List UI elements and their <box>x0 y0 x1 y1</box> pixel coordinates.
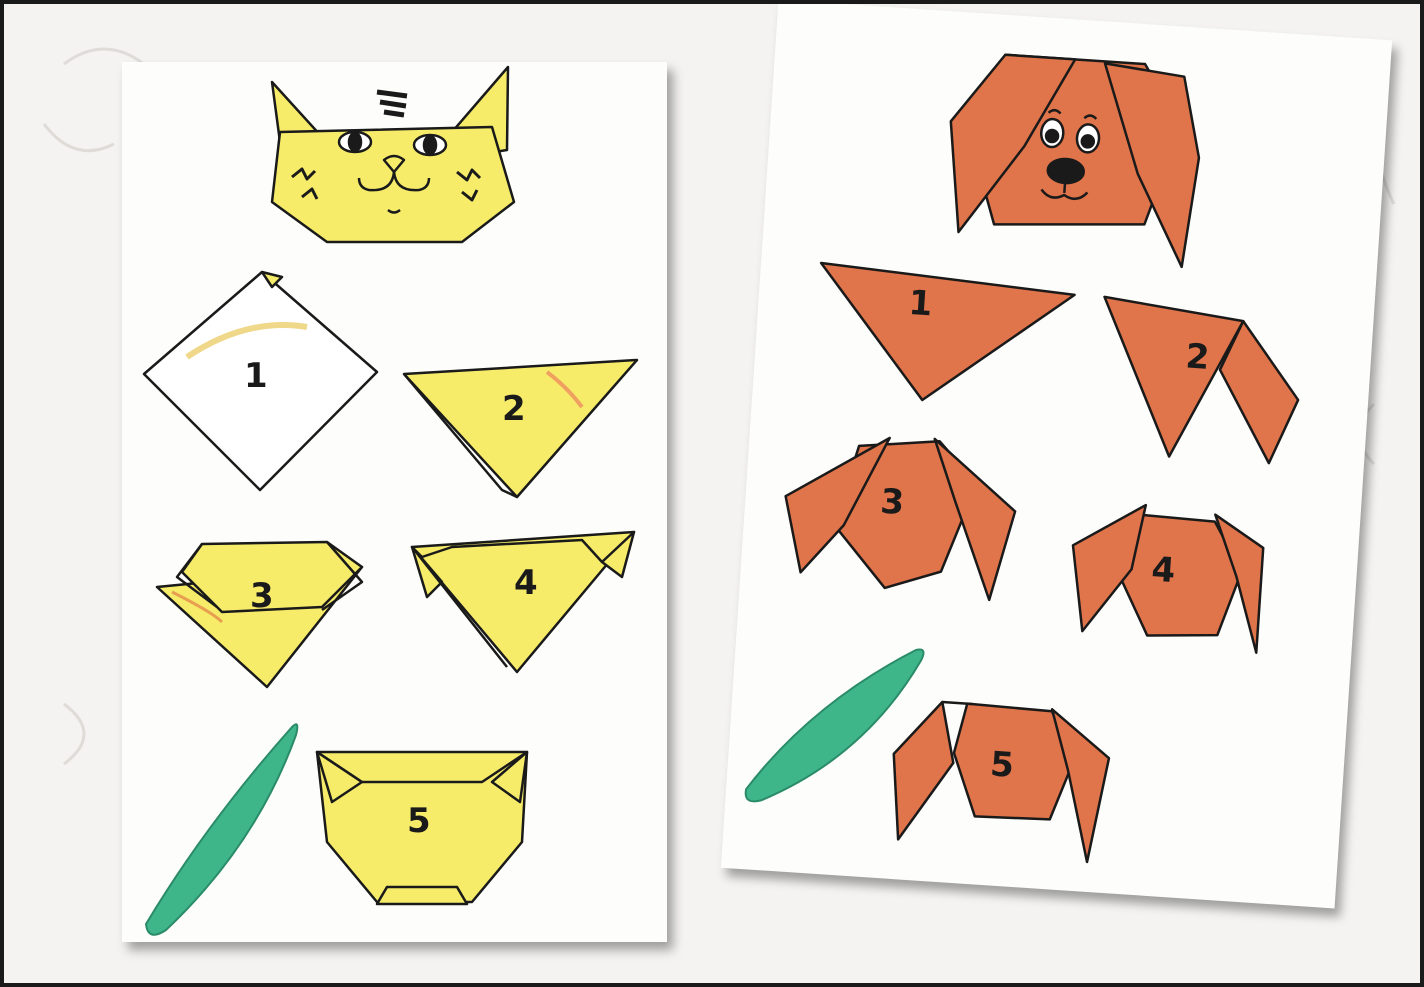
cat-step-5-label: 5 <box>407 801 431 841</box>
cat-step-1-label: 1 <box>244 356 268 396</box>
cat-instruction-card: 1 2 3 <box>122 62 667 942</box>
dog-step-4-label: 4 <box>1150 550 1176 591</box>
dog-step-2-diagram <box>1094 297 1304 465</box>
dog-step-5-label: 5 <box>989 744 1015 785</box>
glue-stick-icon <box>146 724 297 934</box>
dog-face-icon <box>942 51 1205 267</box>
dog-step-2-label: 2 <box>1184 336 1210 377</box>
cat-step-4-label: 4 <box>514 563 538 603</box>
dog-step-1-diagram <box>813 263 1076 410</box>
dog-step-3-label: 3 <box>879 482 905 523</box>
cat-face-icon <box>272 67 514 242</box>
cat-step-2-label: 2 <box>502 389 526 429</box>
dog-instruction-card: 1 2 3 4 <box>721 0 1392 908</box>
dog-step-1-label: 1 <box>907 283 933 324</box>
cat-step-3-label: 3 <box>250 576 274 616</box>
